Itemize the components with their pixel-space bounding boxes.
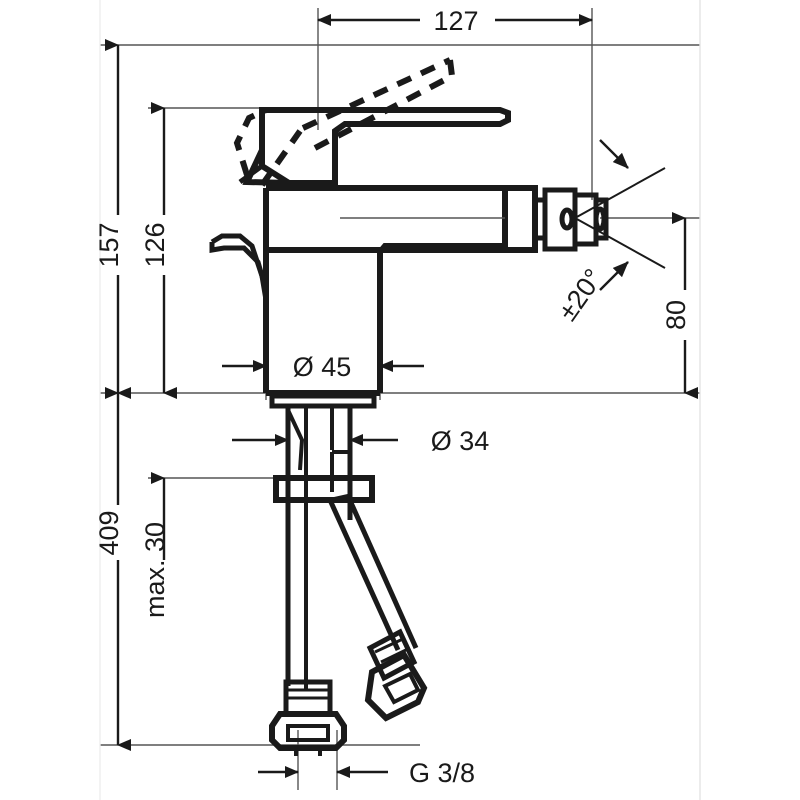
swivel-arrow-up (599, 139, 629, 169)
dim-label-157: 157 (94, 222, 124, 267)
dim-label-d34: Ø 34 (431, 426, 490, 456)
dim-label-80: 80 (661, 300, 691, 330)
mounting-collar (269, 393, 377, 409)
lever-raised-dashed (233, 57, 455, 187)
dim-label-max30: max. 30 (140, 522, 170, 618)
dim-label-g38: G 3/8 (409, 758, 475, 788)
swivel-leader-up (574, 167, 666, 219)
dim-label-409: 409 (94, 510, 124, 555)
faucet-body-outline (209, 57, 609, 756)
swivel-arrow-down (599, 261, 629, 291)
spout-tube (502, 185, 538, 253)
hose-angled-right (345, 494, 419, 650)
lever-handle (259, 107, 511, 186)
dim-label-angle: ±20° (552, 263, 608, 326)
aerator-assembly (532, 187, 609, 252)
swivel-leader-down (574, 217, 666, 269)
hose-angled-left (327, 498, 401, 652)
hose-straight-connector (269, 711, 347, 751)
spout-arm-top (266, 185, 508, 253)
mounting-nut-plate (273, 475, 375, 503)
popup-lift-rod-inner (209, 242, 269, 291)
dim-label-126: 126 (140, 222, 170, 267)
hose-angled-connector (364, 651, 428, 722)
lever-handle-left (242, 110, 290, 186)
dimension-lines (105, 14, 698, 778)
dim-label-127: 127 (433, 6, 478, 36)
dim-label-d45: Ø 45 (293, 352, 352, 382)
